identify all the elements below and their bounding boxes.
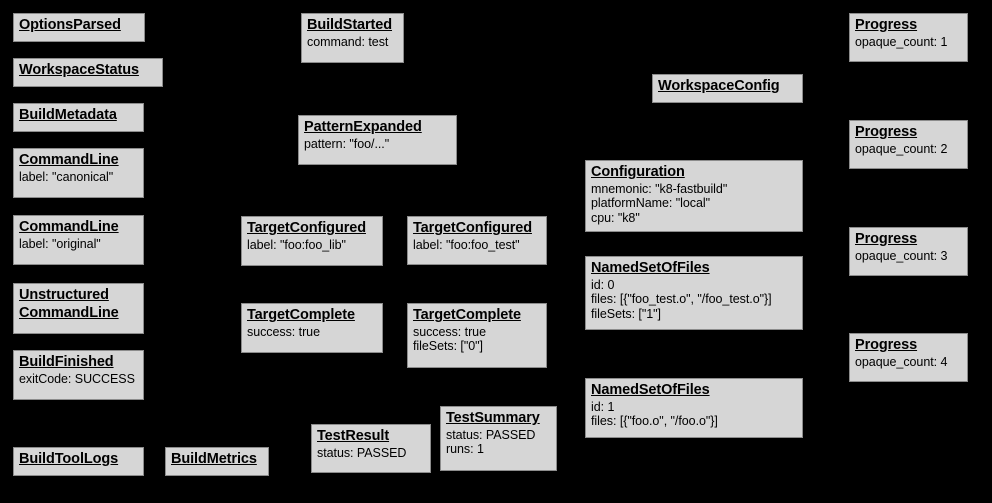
node-title: CommandLine [19,152,119,168]
node-field: pattern: "foo/..." [304,136,390,151]
node-title: Progress [855,124,918,140]
node-field: runs: 1 [446,442,484,457]
node-field: opaque_count: 3 [855,248,948,263]
node-workspace-status[interactable]: WorkspaceStatus [13,58,163,87]
node-field: command: test [307,34,389,49]
node-title: BuildMetadata [19,107,117,123]
node-field: status: PASSED [317,445,407,460]
node-options-parsed[interactable]: OptionsParsed [13,13,145,42]
node-title: WorkspaceConfig [658,78,780,94]
node-field: label: "foo:foo_test" [413,237,520,252]
node-title: TargetConfigured [247,220,366,236]
node-field: status: PASSED [446,427,536,442]
node-field: label: "foo:foo_lib" [247,237,346,252]
node-field: cpu: "k8" [591,210,640,225]
node-title: NamedSetOfFiles [591,260,710,276]
node-title: Unstructured CommandLine [19,287,119,321]
node-field: success: true [413,324,486,339]
node-field: fileSets: ["0"] [413,339,483,354]
node-title: WorkspaceStatus [19,62,139,78]
node-field: label: "original" [19,236,101,251]
node-title: TargetComplete [247,307,355,323]
node-title: BuildStarted [307,17,393,33]
node-title: NamedSetOfFiles [591,382,710,398]
node-field: files: [{"foo_test.o", "/foo_test.o"}] [591,292,772,307]
node-field: exitCode: SUCCESS [19,371,135,386]
node-title: Configuration [591,164,685,180]
node-field: id: 1 [591,399,615,414]
node-build-metrics[interactable]: BuildMetrics [165,447,269,476]
node-title: BuildFinished [19,354,114,370]
node-title: Progress [855,231,918,247]
node-field: label: "canonical" [19,169,114,184]
node-title: Progress [855,17,918,33]
node-title: TestSummary [446,410,540,426]
node-title: TestResult [317,428,390,444]
node-field: opaque_count: 1 [855,34,948,49]
node-unstructured-command-line[interactable]: Unstructured CommandLine [13,283,144,334]
node-title: BuildMetrics [171,451,257,467]
node-build-tool-logs[interactable]: BuildToolLogs [13,447,144,476]
node-title: TargetConfigured [413,220,532,236]
node-title: OptionsParsed [19,17,121,33]
node-field: opaque_count: 4 [855,354,948,369]
node-workspace-config[interactable]: WorkspaceConfig [652,74,803,103]
node-title: BuildToolLogs [19,451,119,467]
node-title: Progress [855,337,918,353]
node-field: platformName: "local" [591,196,710,211]
node-field: id: 0 [591,277,615,292]
node-title: PatternExpanded [304,119,422,135]
node-field: mnemonic: "k8-fastbuild" [591,181,728,196]
node-build-metadata[interactable]: BuildMetadata [13,103,144,132]
node-title: CommandLine [19,219,119,235]
node-field: opaque_count: 2 [855,141,948,156]
node-title: TargetComplete [413,307,521,323]
node-field: files: [{"foo.o", "/foo.o"}] [591,414,718,429]
node-field: success: true [247,324,320,339]
node-field: fileSets: ["1"] [591,306,661,321]
